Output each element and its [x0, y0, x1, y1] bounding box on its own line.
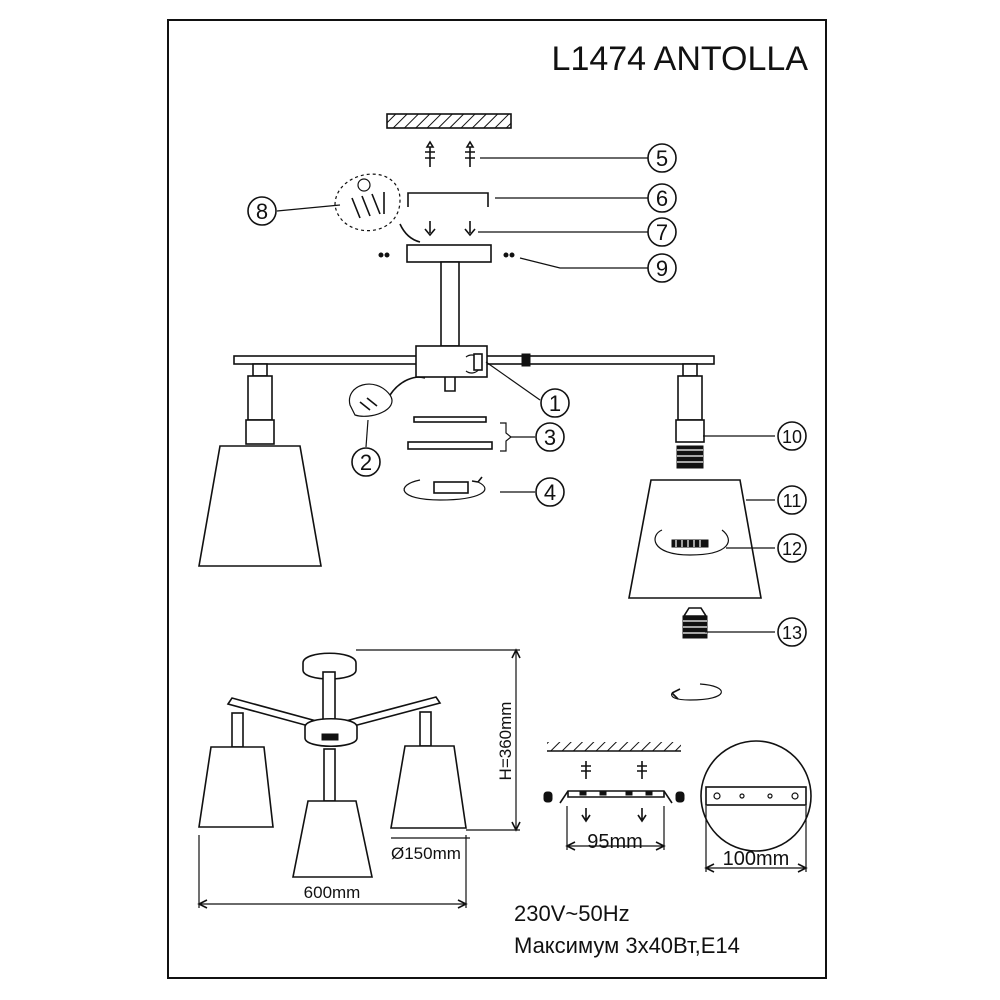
hub-bolt [444, 377, 456, 392]
callout-9: 9 [647, 253, 677, 283]
arm-connector [521, 353, 531, 367]
canopy-bracket [705, 786, 807, 806]
svg-text:1: 1 [549, 391, 561, 416]
assembled-view: H=360mm Ø150mm 600mm [197, 648, 521, 909]
down-rod [440, 261, 460, 347]
bracket-profile [559, 790, 673, 804]
terminal-block-icon [334, 173, 421, 243]
svg-text:13: 13 [782, 623, 802, 643]
svg-text:8: 8 [256, 199, 268, 224]
svg-text:4: 4 [544, 480, 556, 505]
spec-voltage: 230V~50Hz [514, 901, 630, 926]
rotation-cap-icon [403, 476, 486, 501]
mounting-bracket [407, 192, 489, 207]
callout-2: 2 [351, 447, 381, 477]
svg-text:5: 5 [656, 146, 668, 171]
wall-anchor-icon [581, 761, 647, 779]
side-screw-icon [378, 252, 515, 258]
cover-plate [413, 416, 487, 423]
svg-text:12: 12 [782, 539, 802, 559]
lamp-holder-right [682, 363, 698, 377]
cover-plate [407, 441, 493, 450]
spec-max-power: Максимум 3x40Вт,E14 [514, 933, 740, 958]
svg-text:9: 9 [656, 256, 668, 281]
svg-text:10: 10 [782, 427, 802, 447]
ceiling-surface [386, 113, 512, 129]
dimension-bracket-width: 95mm [587, 831, 643, 853]
side-screw-icon [543, 791, 685, 803]
page-border [167, 19, 827, 979]
callout-7: 7 [647, 217, 677, 247]
callout-8: 8 [247, 196, 277, 226]
svg-text:2: 2 [360, 450, 372, 475]
canopy-top-view: 100mm [700, 740, 812, 873]
lamp-ring-left [245, 419, 275, 445]
bracket-detail: 95mm [543, 742, 685, 853]
lamp-shade-left [198, 445, 322, 567]
svg-text:3: 3 [544, 425, 556, 450]
callout-1: 1 [540, 388, 570, 418]
dimension-lines [197, 648, 521, 909]
lamp-shade-right [628, 479, 762, 599]
exploded-view: 5 6 7 9 8 1 2 3 4 10 11 12 13 [198, 113, 807, 701]
lamp-holder-left [252, 363, 268, 377]
lamp-socket-left [247, 375, 273, 421]
svg-text:6: 6 [656, 186, 668, 211]
wall-anchor-icon [425, 140, 475, 167]
lamp-ring-right [675, 419, 705, 443]
ceiling-hatch [547, 742, 681, 751]
bulb-icon [682, 607, 708, 639]
dimension-canopy-diameter: 100mm [723, 848, 790, 870]
page-title: L1474 ANTOLLA [552, 40, 809, 78]
leader-lines [276, 157, 775, 633]
assembled-rod [322, 671, 336, 723]
callout-13: 13 [777, 617, 807, 647]
shade-ring-icon [654, 529, 729, 556]
arm-left [233, 355, 418, 365]
assembled-hub [304, 718, 358, 747]
callout-3: 3 [535, 422, 565, 452]
canopy [406, 244, 492, 263]
callout-12: 12 [777, 533, 807, 563]
callout-11: 11 [777, 485, 807, 515]
lamp-socket-right [677, 375, 703, 421]
dimension-height: H=360mm [496, 702, 515, 781]
svg-text:11: 11 [783, 491, 802, 511]
screw-icon [581, 808, 647, 823]
dimension-width: 600mm [304, 883, 361, 902]
assembled-shade-center [292, 800, 373, 878]
callout-6: 6 [647, 183, 677, 213]
svg-text:7: 7 [656, 220, 668, 245]
wire-connector-icon [348, 376, 426, 417]
assembled-shade-left [198, 746, 274, 828]
thread-icon [676, 445, 704, 469]
callout-5: 5 [647, 143, 677, 173]
arm-right [485, 355, 715, 365]
dimension-shade-diameter: Ø150mm [391, 844, 461, 863]
assembled-shade-right [390, 745, 467, 829]
assembled-canopy [302, 652, 357, 680]
screw-icon [424, 221, 476, 237]
callout-4: 4 [535, 477, 565, 507]
rotate-arrow-icon [670, 683, 722, 701]
callout-10: 10 [777, 421, 807, 451]
